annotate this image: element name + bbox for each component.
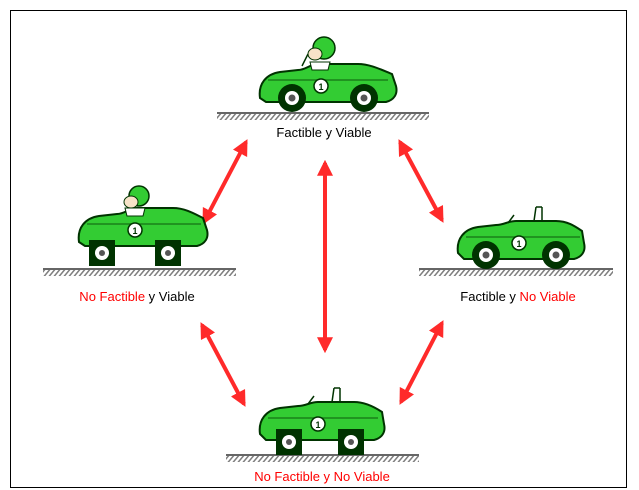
diagram-frame	[10, 10, 627, 488]
square-wheel-icon	[89, 240, 115, 266]
label-top: Factible y Viable	[276, 125, 371, 140]
ground-right	[419, 268, 613, 276]
grounds	[43, 112, 613, 462]
arrow-left-bottom	[200, 322, 246, 407]
label-left-part1: No Factible	[79, 289, 146, 304]
race-car-with-driver-icon: 1	[258, 36, 398, 112]
ground-left	[43, 268, 236, 276]
ground-bottom	[226, 454, 419, 462]
label-bottom: No Factible y No Viable	[254, 469, 390, 484]
square-wheel-icon	[155, 240, 181, 266]
arrow-top-left	[202, 139, 248, 225]
arrow-top-right	[398, 139, 444, 223]
label-left-part2: y Viable	[145, 289, 195, 304]
race-car-no-driver-square-wheels: 1	[258, 387, 386, 455]
svg-text:1: 1	[516, 239, 521, 249]
race-car-with-driver-square-wheels: 1	[77, 185, 209, 266]
label-right: Factible y No Viable	[460, 289, 575, 304]
label-right-part2: No Viable	[519, 289, 576, 304]
svg-text:1: 1	[132, 226, 137, 236]
label-bottom-text: No Factible y No Viable	[254, 469, 390, 484]
square-wheel-icon	[276, 429, 302, 455]
label-right-part1: Factible y	[460, 289, 520, 304]
label-top-text: Factible y Viable	[276, 125, 372, 140]
label-left: No Factible y Viable	[79, 289, 194, 304]
square-wheel-icon	[338, 429, 364, 455]
svg-text:1: 1	[315, 420, 320, 430]
svg-text:1: 1	[318, 82, 323, 92]
arrows	[200, 139, 444, 407]
ground-top	[217, 112, 429, 120]
race-car-no-driver-icon: 1	[456, 206, 586, 269]
arrow-right-bottom	[399, 320, 444, 405]
